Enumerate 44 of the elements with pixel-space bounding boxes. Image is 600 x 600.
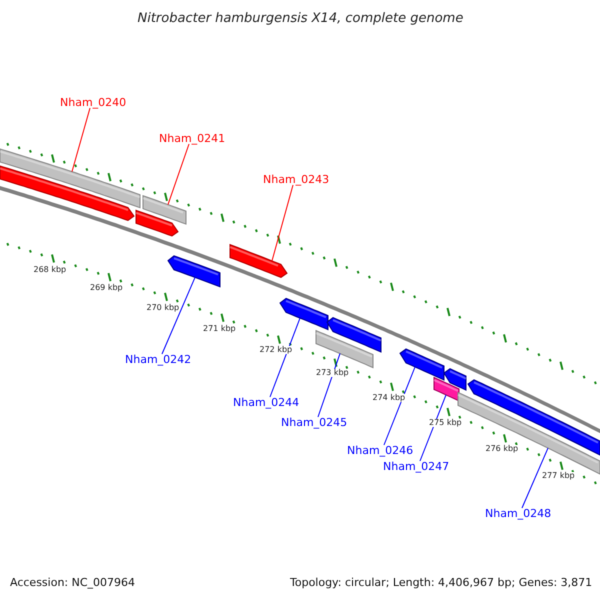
leader-line bbox=[162, 276, 196, 354]
scale-label: 270 kbp bbox=[146, 304, 180, 312]
footer-text: Topology: circular; Length: 4,406,967 bp; Genes: 3,871 bbox=[290, 577, 592, 588]
gene-label: Nham_0241 bbox=[159, 133, 226, 144]
gene-label: Nham_0244 bbox=[233, 397, 300, 408]
scale-label: 274 kbp bbox=[372, 394, 406, 402]
leader-line bbox=[270, 318, 300, 398]
scale-label: 268 kbp bbox=[34, 266, 66, 274]
gene-block bbox=[279, 298, 328, 330]
scale-label: 273 kbp bbox=[316, 369, 349, 378]
footer-text: Accession: NC_007964 bbox=[10, 577, 136, 588]
leader-line bbox=[72, 108, 90, 172]
title: Nitrobacter hamburgensis X14, complete genome bbox=[138, 12, 464, 25]
gene-bar bbox=[142, 195, 186, 225]
gene-label: Nham_0247 bbox=[383, 461, 450, 472]
gene-label: Nham_0245 bbox=[281, 417, 348, 428]
scale-label: 271 kbp bbox=[203, 324, 236, 333]
leader-line bbox=[318, 353, 340, 418]
gene-block bbox=[467, 379, 600, 456]
gene-block bbox=[230, 244, 288, 278]
gene-bar bbox=[316, 330, 374, 368]
gene-block bbox=[136, 210, 179, 237]
leader-line bbox=[522, 448, 548, 508]
scale-label: 275 kbp bbox=[429, 418, 462, 427]
leader-line bbox=[272, 184, 294, 262]
gene-block bbox=[167, 255, 220, 288]
gene-label: Nham_0243 bbox=[263, 174, 330, 185]
gene-bar bbox=[434, 376, 460, 402]
scale-label: 272 kbp bbox=[260, 346, 292, 354]
leader-line bbox=[168, 144, 190, 206]
gene-block bbox=[443, 368, 466, 391]
leader-line bbox=[384, 366, 416, 446]
scale-label: 277 kbp bbox=[542, 472, 575, 480]
gene-block bbox=[399, 348, 444, 381]
gene-block bbox=[0, 165, 135, 222]
scale-label: 276 kbp bbox=[486, 444, 518, 453]
gene-label: Nham_0248 bbox=[485, 508, 552, 519]
gene-bar bbox=[0, 148, 140, 208]
gene-label: Nham_0240 bbox=[60, 97, 126, 108]
leader-line bbox=[420, 394, 446, 462]
gene-label: Nham_0242 bbox=[125, 354, 192, 365]
gene-label: Nham_0246 bbox=[347, 445, 414, 456]
gene-block bbox=[326, 317, 382, 353]
scale-label: 269 kbp bbox=[90, 284, 123, 292]
